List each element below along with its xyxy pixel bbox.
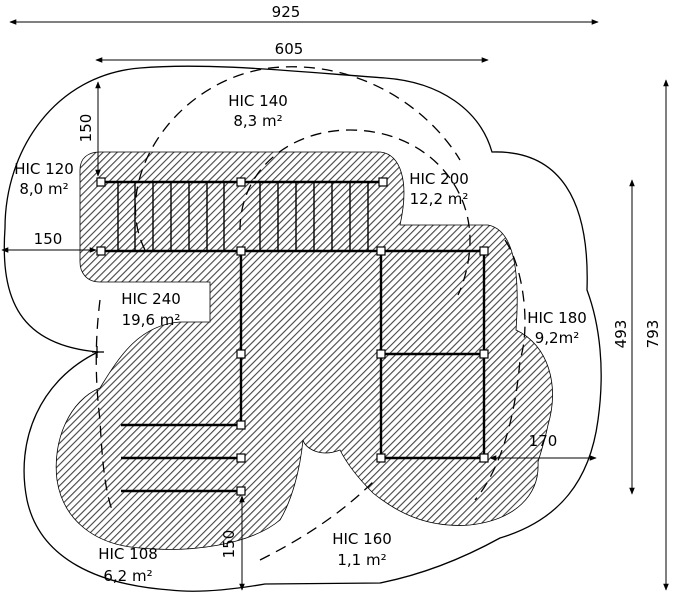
dim-inner-width: 605 [275, 40, 304, 58]
zone-area-hic-108: 6,2 m² [103, 567, 152, 585]
safety-zone-outline [3, 65, 602, 592]
zone-area-hic-240: 19,6 m² [122, 311, 181, 329]
dim-bottom-offset: 150 [220, 530, 238, 559]
zone-area-hic-140: 8,3 m² [233, 112, 282, 130]
fall-zone-dashed-right [474, 239, 526, 501]
fall-zone-dashed-left [95, 299, 113, 511]
zone-label-hic-140: HIC 140 [228, 92, 288, 110]
zone-label-hic-180: HIC 180 [527, 309, 587, 327]
zone-area-hic-120: 8,0 m² [19, 180, 68, 198]
dim-right-offset: 170 [529, 432, 558, 450]
zone-label-hic-240: HIC 240 [121, 290, 181, 308]
zone-label-hic-108: HIC 108 [98, 545, 158, 563]
dim-total-width: 925 [272, 3, 301, 21]
fall-zone-dashed-top [134, 66, 461, 251]
dim-top-offset: 150 [77, 114, 95, 143]
dim-total-height: 793 [644, 320, 662, 349]
dim-left-offset: 150 [34, 230, 63, 248]
zone-label-hic-160: HIC 160 [332, 530, 392, 548]
zone-area-hic-180: 9,2m² [535, 329, 579, 347]
dimension-lines [1, 19, 669, 591]
zone-area-hic-200: 12,2 m² [410, 190, 469, 208]
fall-zone-dashed-middle [239, 129, 471, 296]
zone-area-hic-160: 1,1 m² [337, 551, 386, 569]
zone-label-hic-200: HIC 200 [409, 170, 469, 188]
structure-posts [96, 177, 489, 496]
dim-inner-height: 493 [612, 320, 630, 349]
zone-label-hic-120: HIC 120 [14, 160, 74, 178]
